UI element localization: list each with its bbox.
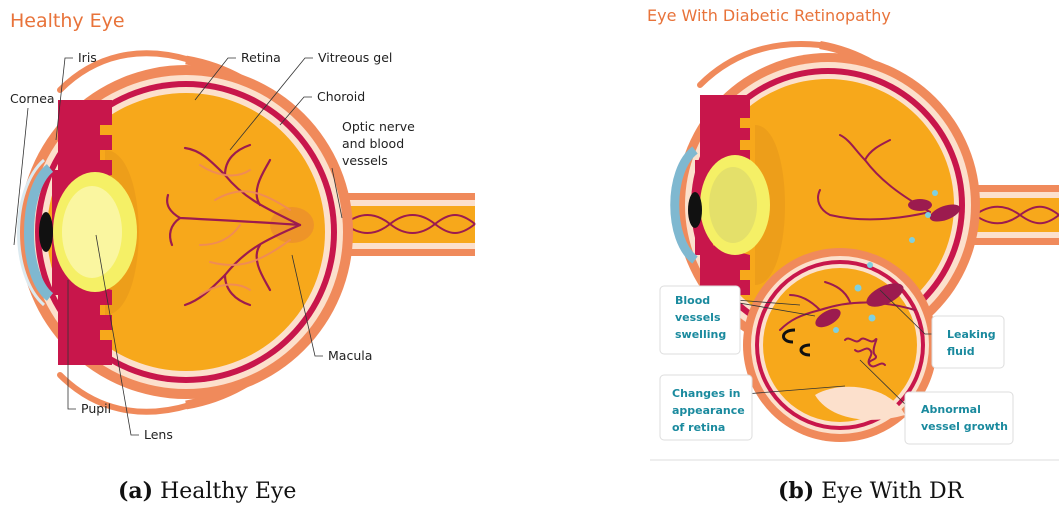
label-cornea: Cornea — [10, 91, 55, 106]
panel-healthy-eye: Healthy Eye — [10, 10, 475, 442]
label-lens: Lens — [144, 427, 173, 442]
label-choroid: Choroid — [317, 89, 365, 104]
callout-changes-line1: Changes in — [672, 387, 740, 400]
label-optic-nerve-3: vessels — [342, 153, 388, 168]
callout-leaking-line2: fluid — [947, 345, 975, 358]
caption-healthy-eye: (a) Healthy Eye — [118, 478, 296, 504]
caption-a-text: Healthy Eye — [160, 479, 296, 504]
callout-swelling-line1: Blood — [675, 294, 710, 307]
dr-eye-title: Eye With Diabetic Retinopathy — [647, 6, 891, 25]
callout-swelling-line3: swelling — [675, 328, 726, 341]
panel-eye-with-dr: Eye With Diabetic Retinopathy — [647, 6, 1059, 460]
callout-retina-changes: Changes in appearance of retina — [660, 375, 752, 440]
label-iris: Iris — [78, 50, 97, 65]
caption-b-tag: (b) — [778, 478, 814, 504]
callout-swelling-line2: vessels — [675, 311, 721, 324]
callout-vessel-swelling: Blood vessels swelling — [660, 286, 740, 354]
callout-abnormal-growth: Abnormal vessel growth — [905, 392, 1013, 444]
callout-changes-line3: of retina — [672, 421, 725, 434]
callout-leaking-line1: Leaking — [947, 328, 996, 341]
caption-a-tag: (a) — [118, 478, 153, 504]
label-retina: Retina — [241, 50, 281, 65]
callout-leaking-fluid: Leaking fluid — [932, 316, 1004, 368]
label-pupil: Pupil — [81, 401, 111, 416]
healthy-eye-title: Healthy Eye — [10, 10, 125, 32]
eyeball — [19, 53, 354, 412]
label-macula: Macula — [328, 348, 372, 363]
callout-changes-line2: appearance — [672, 404, 745, 417]
callout-growth-line2: vessel growth — [921, 420, 1008, 433]
label-optic-nerve-2: and blood — [342, 136, 404, 151]
caption-b-text: Eye With DR — [821, 479, 963, 504]
label-optic-nerve-1: Optic nerve — [342, 119, 415, 134]
callout-growth-line1: Abnormal — [921, 403, 981, 416]
caption-eye-with-dr: (b) Eye With DR — [778, 478, 963, 504]
label-vitreous-gel: Vitreous gel — [318, 50, 392, 65]
